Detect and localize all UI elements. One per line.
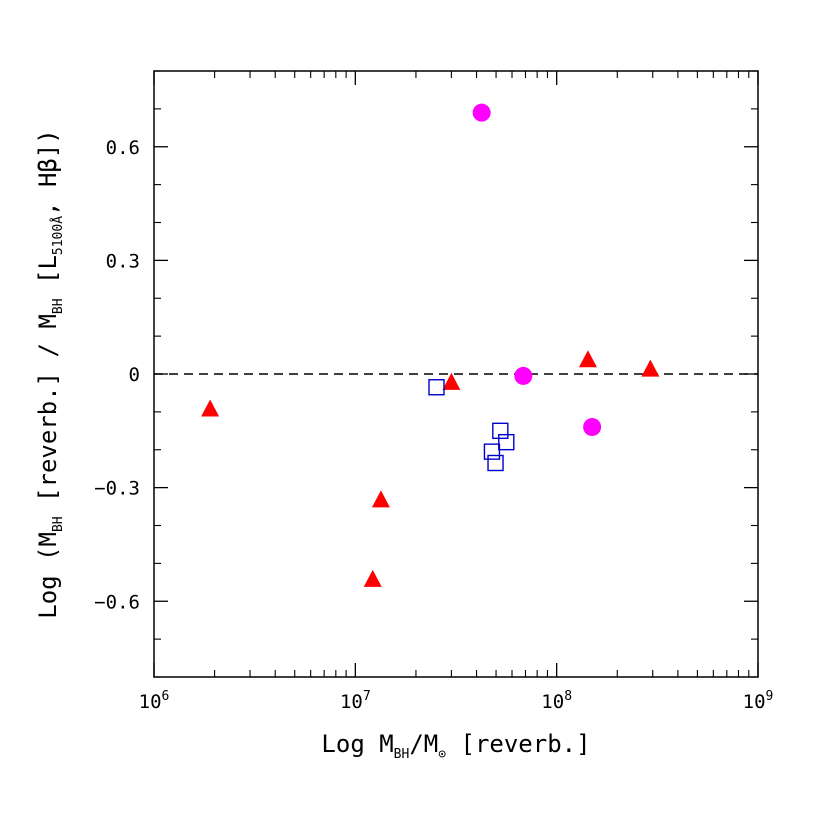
- circle-point: [514, 366, 533, 385]
- y-axis-label: Log (MBH [reverb.] / MBH [L5100Å, Hβ]): [34, 129, 66, 619]
- triangle-point: [201, 399, 220, 417]
- y-axis-label-p4: , Hβ]): [34, 129, 62, 216]
- y-axis-label-p2: [reverb.] / M: [34, 314, 62, 516]
- x-tick-label: 107: [340, 689, 371, 713]
- triangle-point: [641, 359, 660, 377]
- tick-labels: 106 107 108 109 −0.6 −0.3 0 0.3 0.6: [94, 137, 773, 713]
- y-tick-label: −0.6: [94, 591, 140, 613]
- triangle-point: [578, 350, 597, 368]
- y-axis-label-p1: Log (M: [34, 532, 62, 619]
- y-axis-label-s3: 5100Å: [50, 216, 66, 255]
- axis-ticks: [153, 70, 759, 678]
- y-tick-label: −0.3: [94, 478, 140, 500]
- square-point: [498, 433, 515, 451]
- y-axis-label-s1: BH: [51, 516, 66, 532]
- x-tick-label: 108: [541, 689, 572, 713]
- square-point: [492, 422, 509, 440]
- y-tick-label: 0.3: [106, 250, 140, 272]
- circle-point: [583, 418, 602, 437]
- x-axis-label-prefix: Log M: [321, 730, 393, 758]
- x-axis-label-sub2: ⊙: [438, 747, 446, 762]
- triangle-point: [363, 569, 382, 587]
- y-axis-label-p3: [L: [34, 255, 62, 298]
- x-axis-label: Log MBH/M⊙ [reverb.]: [321, 730, 590, 762]
- square-point: [487, 454, 504, 472]
- data-points: [201, 103, 660, 587]
- x-tick-label: 106: [139, 689, 170, 713]
- x-axis-label-sub: BH: [394, 747, 410, 762]
- x-axis-label-mid: /M: [409, 730, 438, 758]
- y-tick-label: 0.6: [106, 137, 140, 159]
- x-tick-label: 109: [743, 689, 774, 713]
- y-axis-label-s2: BH: [51, 298, 66, 314]
- y-tick-label: 0: [129, 364, 140, 386]
- square-point: [483, 443, 501, 460]
- triangle-point: [442, 372, 461, 390]
- square-point: [428, 379, 445, 396]
- triangle-point: [371, 490, 390, 508]
- x-axis-label-suffix: [reverb.]: [446, 730, 591, 758]
- circle-point: [472, 103, 491, 122]
